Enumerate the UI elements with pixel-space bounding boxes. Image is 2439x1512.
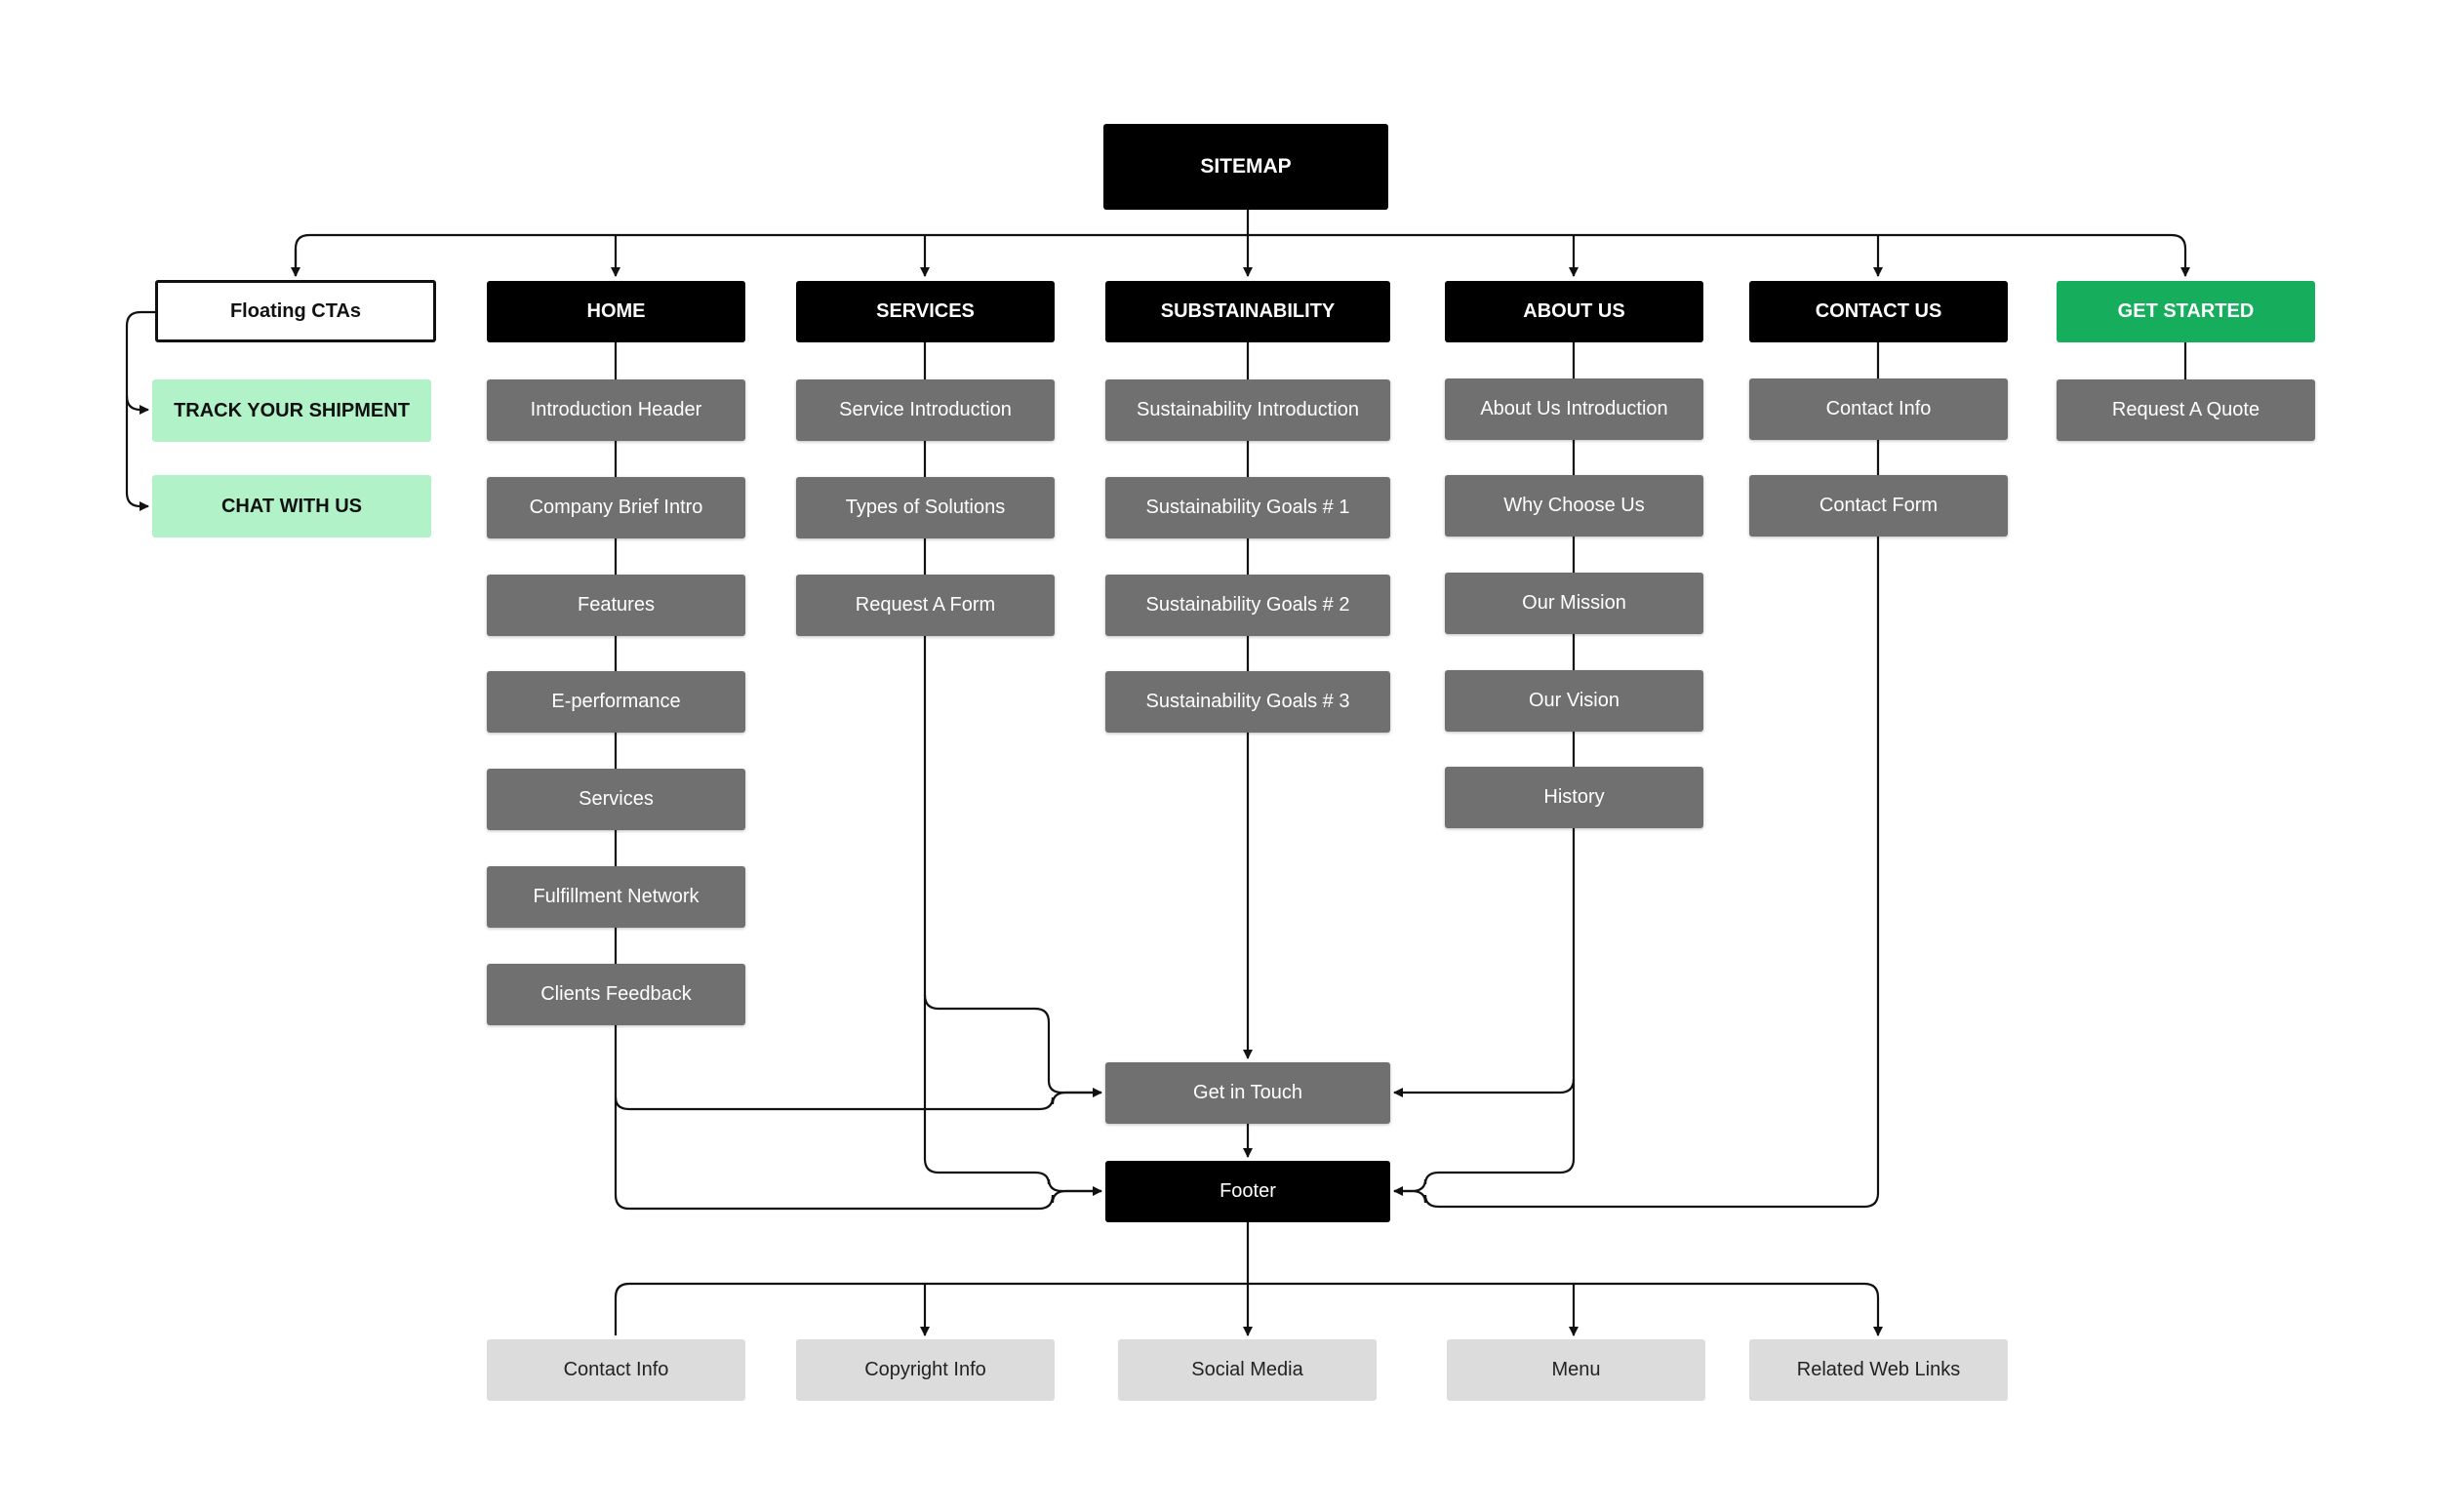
services-item: Types of Solutions bbox=[796, 477, 1055, 538]
services-to-footer-arrow bbox=[923, 995, 1101, 1193]
home-item: Introduction Header bbox=[487, 379, 745, 441]
section-home: HOME bbox=[487, 281, 745, 342]
about-item: Why Choose Us bbox=[1445, 475, 1703, 537]
home-item: Fulfillment Network bbox=[487, 866, 745, 928]
floating-chat-arrow bbox=[125, 396, 149, 511]
contact-item: Contact Form bbox=[1749, 475, 2008, 537]
about-to-git-arrow bbox=[1393, 828, 1576, 1097]
about-to-footer-arrow bbox=[1393, 1079, 1576, 1196]
section-sustainability: SUBSTAINABILITY bbox=[1105, 281, 1390, 342]
footer-node: Footer bbox=[1105, 1161, 1390, 1222]
section-contact-us: CONTACT US bbox=[1749, 281, 2008, 342]
top-bus-connector bbox=[294, 233, 2190, 277]
home-to-git-arrow bbox=[614, 1025, 1102, 1111]
home-item: Company Brief Intro bbox=[487, 477, 745, 538]
get-started-item: Request A Quote bbox=[2057, 379, 2315, 441]
footer-item-menu: Menu bbox=[1447, 1339, 1705, 1401]
home-item: E-performance bbox=[487, 671, 745, 733]
home-item: Clients Feedback bbox=[487, 964, 745, 1025]
sustainability-item: Sustainability Goals # 2 bbox=[1105, 575, 1390, 636]
section-services: SERVICES bbox=[796, 281, 1055, 342]
section-get-started: GET STARTED bbox=[2057, 281, 2315, 342]
about-item: Our Vision bbox=[1445, 670, 1703, 732]
footer-item-related-links: Related Web Links bbox=[1749, 1339, 2008, 1401]
about-item: History bbox=[1445, 767, 1703, 828]
sitemap-root: SITEMAP bbox=[1103, 124, 1388, 210]
footer-bus-connector bbox=[614, 1282, 1883, 1336]
footer-item-contact-info: Contact Info bbox=[487, 1339, 745, 1401]
section-about-us: ABOUT US bbox=[1445, 281, 1703, 342]
contact-to-footer-arrow bbox=[1394, 537, 1880, 1209]
floating-ctas-header: Floating CTAs bbox=[155, 280, 436, 342]
chat-with-us-cta[interactable]: CHAT WITH US bbox=[152, 475, 431, 537]
home-item: Services bbox=[487, 769, 745, 830]
footer-item-social-media: Social Media bbox=[1118, 1339, 1377, 1401]
track-shipment-cta[interactable]: TRACK YOUR SHIPMENT bbox=[152, 379, 431, 442]
footer-item-copyright-info: Copyright Info bbox=[796, 1339, 1055, 1401]
sustainability-item: Sustainability Goals # 1 bbox=[1105, 477, 1390, 538]
sustainability-item: Sustainability Goals # 3 bbox=[1105, 671, 1390, 733]
floating-track-arrow bbox=[125, 310, 155, 415]
home-item: Features bbox=[487, 575, 745, 636]
contact-item: Contact Info bbox=[1749, 378, 2008, 440]
services-item: Request A Form bbox=[796, 575, 1055, 636]
about-item: Our Mission bbox=[1445, 573, 1703, 634]
home-to-footer-arrow bbox=[614, 1097, 1102, 1211]
about-item: About Us Introduction bbox=[1445, 378, 1703, 440]
services-to-git-arrow bbox=[923, 636, 1101, 1094]
sustainability-item: Sustainability Introduction bbox=[1105, 379, 1390, 441]
services-item: Service Introduction bbox=[796, 379, 1055, 441]
get-in-touch-node: Get in Touch bbox=[1105, 1062, 1390, 1124]
